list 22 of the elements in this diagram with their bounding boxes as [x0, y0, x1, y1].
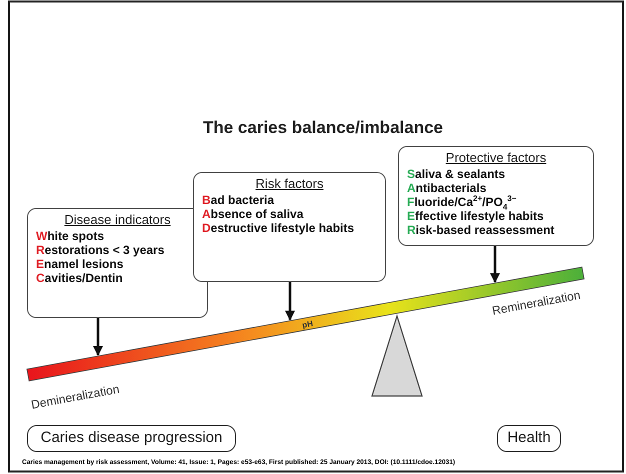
outcome-label-box: Health: [497, 425, 561, 452]
outcome-label-box: Caries disease progression: [27, 425, 236, 452]
factor-item: Antibacterials: [407, 181, 488, 195]
factor-item: Saliva & sealants: [407, 167, 506, 181]
arrow: [285, 282, 295, 321]
card-heading: Risk factors: [254, 176, 324, 191]
factor-item: Bad bacteria: [202, 193, 276, 207]
risk-card: [193, 172, 386, 282]
factor-item: Effective lifestyle habits: [407, 209, 545, 223]
factor-item: Risk-based reassessment: [407, 223, 556, 237]
card-heading: Protective factors: [444, 150, 548, 165]
factor-item: White spots: [36, 229, 105, 243]
arrow: [490, 246, 500, 284]
protective-card: [398, 146, 594, 246]
factor-item: Cavities/Dentin: [36, 271, 124, 285]
factor-item: Absence of saliva: [202, 207, 304, 221]
arrow: [93, 318, 103, 356]
card-heading: Disease indicators: [63, 212, 172, 227]
diagram-title: The caries balance/imbalance: [202, 118, 443, 137]
factor-item: Destructive lifestyle habits: [202, 221, 356, 235]
factor-item: Restorations < 3 years: [36, 243, 166, 257]
fulcrum-triangle: [371, 314, 423, 397]
